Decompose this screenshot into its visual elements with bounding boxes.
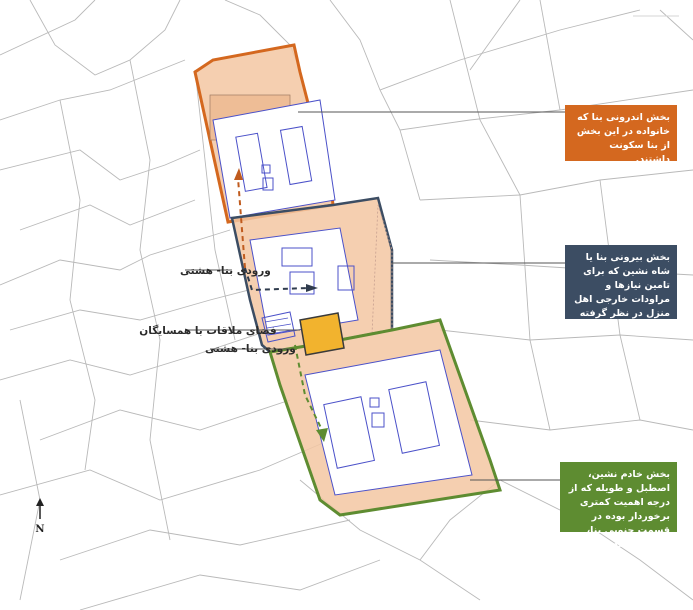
north-letter: N [35,524,44,535]
interior-path-arrow [237,177,246,269]
exterior-callout: بخش بیرونی بنا یا شاه نشین که برای تامین… [565,245,677,333]
interior-callout: بخش اندرونی بنا که خانواده در این بخش از… [565,105,677,165]
service-path-arrow [294,344,323,431]
neighbors-space-label: فضای ملاقات با همسایگان [139,324,277,337]
exterior-arrow-head [306,284,318,292]
service-arrow-head [316,428,328,442]
entrance-label-2: ورودی بنا- هشتی [205,343,296,355]
service-callout-text: بخش خادم نشین، اصطبل و طویله که از درجه … [568,469,670,550]
service-callout: بخش خادم نشین، اصطبل و طویله که از درجه … [560,462,677,550]
interior-block [193,43,336,224]
leader-lines [185,111,565,481]
service-block [268,318,502,517]
entrance-label-1: ورودی بنا- هشتی [180,265,271,277]
interior-callout-text: بخش اندرونی بنا که خانواده در این بخش از… [576,112,670,165]
neighbors-space [299,312,345,356]
exterior-callout-text: بخش بیرونی بنا یا شاه نشین که برای تامین… [574,252,670,333]
north-arrow: N [35,498,45,535]
interior-arrow-head [234,168,243,180]
